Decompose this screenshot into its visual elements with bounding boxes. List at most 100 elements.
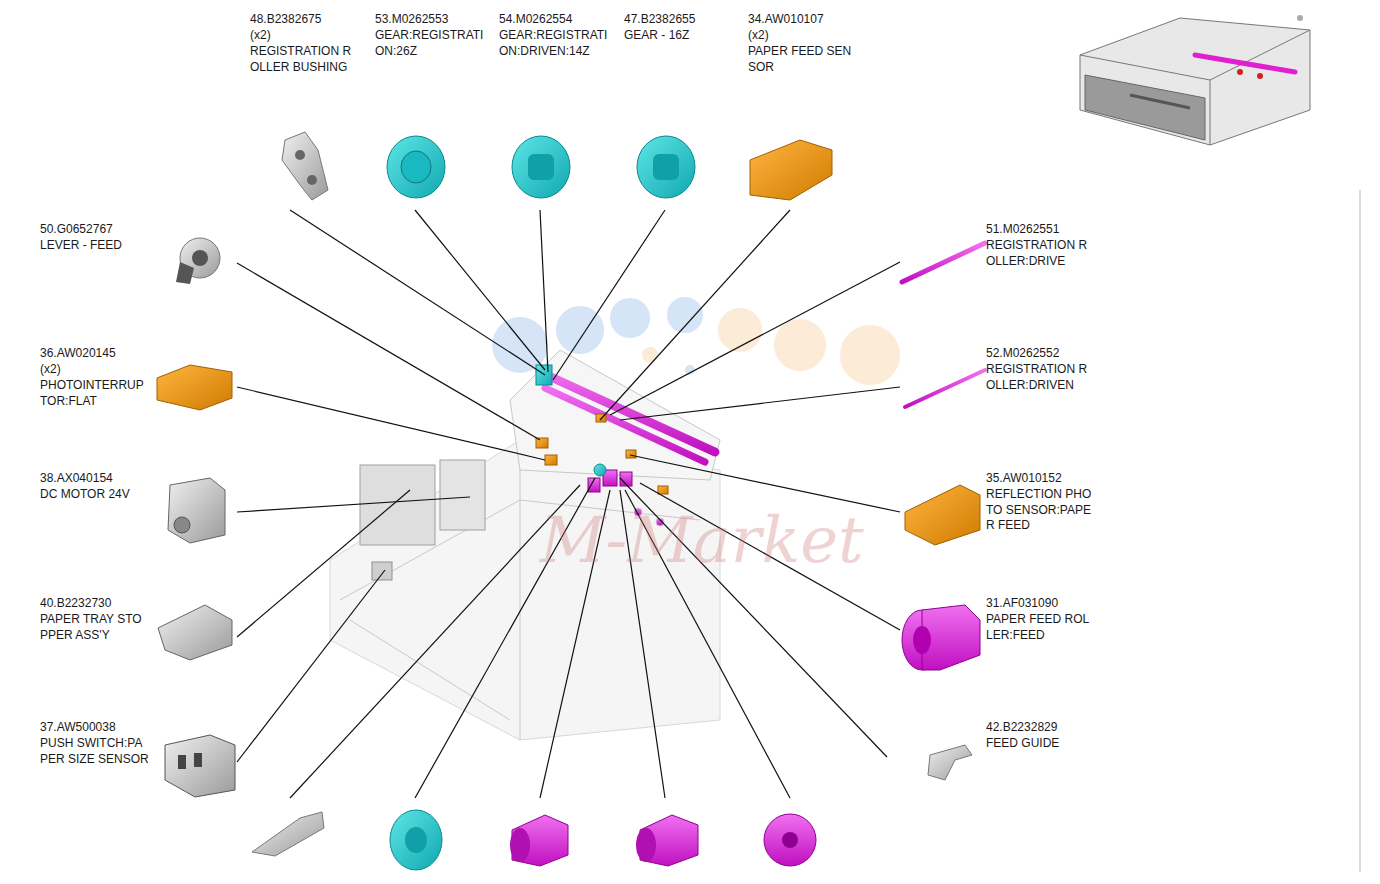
drawing-part xyxy=(905,485,980,545)
drawing-part xyxy=(360,465,435,545)
part-name: PAPER FEED SEN SOR xyxy=(748,44,854,75)
text-line: PHOTOINTERRUP xyxy=(40,378,147,394)
drawing-part xyxy=(510,350,720,480)
callout-number: 34.AW010107 xyxy=(748,12,824,28)
drawing-part xyxy=(237,497,470,512)
callout-number: 35.AW010152 xyxy=(986,471,1062,487)
part-name: FEED GUIDE xyxy=(986,736,1059,752)
part-name: REGISTRATION R OLLER:DRIVEN xyxy=(986,362,1090,393)
drawing-part xyxy=(237,387,545,460)
text-line: 42.B2232829 xyxy=(986,720,1057,736)
text-line: 47.B2382655 xyxy=(624,12,695,28)
drawing-part xyxy=(1085,75,1205,140)
drawing-part xyxy=(1080,18,1310,145)
part-name: (x2) xyxy=(748,28,769,44)
drawing-part xyxy=(252,812,324,856)
text-line: 31.AF031090 xyxy=(986,596,1058,612)
drawing-part xyxy=(528,154,554,180)
drawing-part xyxy=(642,347,658,363)
text-line: REFLECTION PHO xyxy=(986,487,1095,503)
drawing-part xyxy=(658,486,668,494)
text-line: OLLER:DRIVE xyxy=(986,254,1090,270)
callout-number: 42.B2232829 xyxy=(986,720,1057,736)
text-line: (x2) xyxy=(40,362,61,378)
text-line: LEVER - FEED xyxy=(40,238,122,254)
text-line: LER:FEED xyxy=(986,628,1092,644)
callout-number: 31.AF031090 xyxy=(986,596,1058,612)
drawing-part xyxy=(168,478,225,543)
drawing-part xyxy=(157,365,232,410)
drawing-part xyxy=(192,250,208,266)
text-line: OLLER BUSHING xyxy=(250,60,354,76)
text-line: PAPER FEED SEN xyxy=(748,44,854,60)
frame-line xyxy=(1359,190,1361,872)
text-line: TO SENSOR:PAPE xyxy=(986,503,1095,519)
drawing-part xyxy=(390,810,442,870)
drawing-part xyxy=(237,570,385,762)
watermark: M-Market xyxy=(540,505,864,575)
drawing-part xyxy=(1237,69,1243,75)
drawing-part xyxy=(536,438,548,448)
text-line: 48.B2382675 xyxy=(250,12,321,28)
drawing-part xyxy=(1080,30,1310,145)
drawing-part xyxy=(295,150,305,160)
drawing-part xyxy=(290,210,545,375)
drawing-part xyxy=(330,440,720,740)
callout-number: 37.AW500038 xyxy=(40,720,116,736)
text-line: PPER ASS'Y xyxy=(40,628,145,644)
part-name: DC MOTOR 24V xyxy=(40,487,130,503)
drawing-part xyxy=(387,136,445,198)
text-line: 38.AX040154 xyxy=(40,471,113,487)
drawing-part xyxy=(415,210,545,370)
drawing-part xyxy=(307,175,317,185)
drawing-part xyxy=(620,387,900,420)
part-name: REFLECTION PHO TO SENSOR:PAPE R FEED xyxy=(986,487,1095,534)
drawing-part xyxy=(512,136,570,198)
text-line: R FEED xyxy=(986,518,1095,534)
text-line: 35.AW010152 xyxy=(986,471,1062,487)
part-name: LEVER - FEED xyxy=(40,238,122,254)
callout-number: 38.AX040154 xyxy=(40,471,113,487)
text-line: TOR:FLAT xyxy=(40,394,147,410)
text-line: 53.M0262553 xyxy=(375,12,448,28)
drawing-part xyxy=(237,490,410,637)
drawing-part xyxy=(626,450,636,458)
drawing-part xyxy=(178,755,186,769)
part-name: (x2) xyxy=(40,362,61,378)
text-line: REGISTRATION R xyxy=(250,44,354,60)
callout-number: 36.AW020145 xyxy=(40,346,116,362)
tray-thumbnail xyxy=(1080,15,1310,145)
callout-number: 40.B2232730 xyxy=(40,596,111,612)
drawing-part xyxy=(928,745,972,780)
callout-number: 52.M0262552 xyxy=(986,346,1059,362)
text-line: 34.AW010107 xyxy=(748,12,824,28)
drawing-part xyxy=(545,455,557,465)
drawing-part xyxy=(237,263,540,440)
drawing-part xyxy=(1195,55,1295,72)
drawing-part xyxy=(750,140,832,200)
drawing-part xyxy=(840,325,900,385)
text-line: 37.AW500038 xyxy=(40,720,116,736)
drawing-part xyxy=(158,605,232,660)
drawing-part xyxy=(667,297,703,333)
callout-number: 54.M0262554 xyxy=(499,12,572,28)
drawing-part xyxy=(401,151,431,183)
callout-number: 47.B2382655 xyxy=(624,12,695,28)
drawing-part xyxy=(774,319,826,371)
callout-number: 53.M0262553 xyxy=(375,12,448,28)
part-icons xyxy=(157,132,985,870)
drawing-part xyxy=(282,132,328,200)
text-line: PAPER FEED ROL xyxy=(986,612,1092,628)
drawing-part xyxy=(685,365,695,375)
text-line: 52.M0262552 xyxy=(986,346,1059,362)
callout-number: 51.M0262551 xyxy=(986,222,1059,238)
drawing-part xyxy=(610,298,650,338)
text-line: 36.AW020145 xyxy=(40,346,116,362)
part-name: PHOTOINTERRUP TOR:FLAT xyxy=(40,378,147,409)
callout-number: 48.B2382675 xyxy=(250,12,321,28)
text-line: 40.B2232730 xyxy=(40,596,111,612)
text-line: GEAR:REGISTRATI xyxy=(375,28,487,44)
drawing-part xyxy=(902,243,985,282)
text-line: (x2) xyxy=(748,28,769,44)
part-name: PAPER TRAY STO PPER ASS'Y xyxy=(40,612,145,643)
